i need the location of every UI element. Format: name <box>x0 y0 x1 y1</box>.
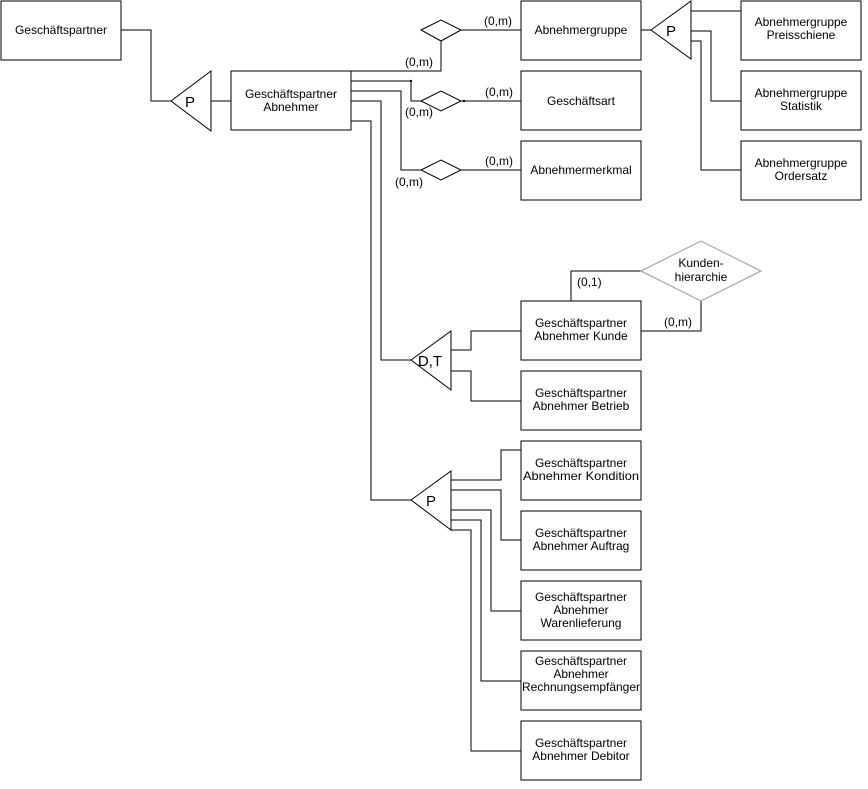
entity-gpa-debitor[interactable]: Geschäftspartner Abnehmer Debitor <box>520 720 642 781</box>
entity-abnehmergruppe-statistik[interactable]: Abnehmergruppe Statistik <box>740 70 862 131</box>
cardinality-label: (0,m) <box>395 175 423 189</box>
entity-label-line2: Statistik <box>780 99 823 113</box>
line-abnehmer-to-merkmal-rel <box>351 90 421 171</box>
entity-label-line1: Geschäftspartner <box>535 456 627 470</box>
relationship-label-line1: Kunden- <box>678 256 723 270</box>
cardinality-label: (0,m) <box>484 14 512 28</box>
entity-abnehmermerkmal[interactable]: Abnehmermerkmal <box>520 140 642 201</box>
entity-label-line3: Rechnungsempfänger <box>522 680 640 694</box>
entity-label-line1: Geschäftspartner <box>535 316 627 330</box>
entity-gpa-warenlieferung[interactable]: Geschäftspartner Abnehmer Warenlieferung <box>520 580 642 641</box>
relationship-abnehmermerkmal[interactable] <box>419 159 463 181</box>
relationship-geschaeftsart[interactable] <box>419 90 463 112</box>
line-kunde-to-hierarchie-top <box>570 270 641 301</box>
entity-label-line1: Geschäftspartner <box>535 526 627 540</box>
generalization-abnehmer-sub[interactable]: P <box>410 470 452 531</box>
line-gp-to-gen <box>121 29 171 102</box>
connector-lines <box>121 10 741 752</box>
relationship-kundenhierarchie[interactable]: Kunden- hierarchie <box>639 240 763 302</box>
entity-gp-abnehmer[interactable]: Geschäftspartner Abnehmer <box>230 70 352 131</box>
entity-gpa-rechnungsempfaenger[interactable]: Geschäftspartner Abnehmer Rechnungsempfä… <box>520 650 642 711</box>
cardinality-label: (0,m) <box>405 55 433 69</box>
line-gen-to-warenlieferung <box>451 509 521 612</box>
entity-gpa-kondition[interactable]: Geschäftspartner Abnehmer Kondition <box>520 440 642 501</box>
cardinality-label: (0,1) <box>577 275 602 289</box>
line-kunde-to-hierarchie-bottom <box>641 301 702 332</box>
entity-label-line1: Geschäftspartner <box>535 736 627 750</box>
entity-label-line1: Geschäftspartner <box>535 654 627 668</box>
entity-gpa-betrieb[interactable]: Geschäftspartner Abnehmer Betrieb <box>520 370 642 431</box>
entity-label-line3: Warenlieferung <box>541 616 622 630</box>
entity-label-line2: Preisschiene <box>767 28 836 42</box>
generalization-kunde-betrieb[interactable]: D,T <box>410 330 452 391</box>
entity-label-line1: Abnehmergruppe <box>755 86 848 100</box>
entity-label: Abnehmergruppe <box>535 23 628 37</box>
generalization-label: P <box>426 493 436 510</box>
entity-label-line1: Geschäftspartner <box>535 590 627 604</box>
entity-label: Geschäftsart <box>547 94 616 108</box>
entity-abnehmergruppe-preisschiene[interactable]: Abnehmergruppe Preisschiene <box>740 0 862 61</box>
line-gen-to-kondition <box>451 449 521 481</box>
line-abnehmer-to-art-rel <box>351 80 421 102</box>
entity-label: Geschäftspartner <box>15 23 107 37</box>
generalization-gp-abnehmer[interactable]: P <box>170 70 212 132</box>
entity-abnehmergruppe[interactable]: Abnehmergruppe <box>520 0 642 61</box>
entity-label-line1: Geschäftspartner <box>535 386 627 400</box>
junction-dot <box>462 99 466 103</box>
line-gen-to-statistik <box>691 30 741 102</box>
line-dt-to-betrieb <box>451 370 521 402</box>
entity-label: Abnehmermerkmal <box>530 163 631 177</box>
line-gen-to-rechnungsempfaenger <box>451 519 521 682</box>
entity-label-line2: Abnehmer Betrieb <box>533 399 630 413</box>
entity-label-line2: Abnehmer Kondition <box>523 469 639 483</box>
generalization-abnehmergruppe[interactable]: P <box>650 0 692 60</box>
entity-label-line2: Abnehmer Auftrag <box>533 539 630 553</box>
entity-label-line2: Abnehmer Kunde <box>534 329 628 343</box>
entity-geschaeftspartner[interactable]: Geschäftspartner <box>0 0 122 61</box>
entity-label-line2: Ordersatz <box>775 169 828 183</box>
cardinality-label: (0,m) <box>485 85 513 99</box>
relationship-label-line2: hierarchie <box>675 270 728 284</box>
relationship-abnehmergruppe[interactable] <box>419 19 463 42</box>
generalization-label: P <box>666 23 676 40</box>
line-abnehmer-to-dt <box>351 100 411 361</box>
line-dt-to-kunde <box>451 330 521 351</box>
generalization-label: P <box>185 94 195 111</box>
entity-label-line2: Abnehmer <box>553 667 608 681</box>
entity-label-line1: Geschäftspartner <box>245 87 337 101</box>
entity-label-line2: Abnehmer <box>553 603 608 617</box>
junction-dot <box>409 79 413 83</box>
line-gen-to-debitor <box>451 529 521 752</box>
cardinality-label: (0,m) <box>485 154 513 168</box>
cardinality-label: (0,m) <box>405 105 433 119</box>
line-abnehmer-to-gen-bottom <box>351 120 411 501</box>
entity-gpa-auftrag[interactable]: Geschäftspartner Abnehmer Auftrag <box>520 510 642 571</box>
entity-abnehmergruppe-ordersatz[interactable]: Abnehmergruppe Ordersatz <box>740 140 862 201</box>
line-gen-to-auftrag <box>451 489 521 541</box>
entity-label-line1: Abnehmergruppe <box>755 156 848 170</box>
entity-label-line2: Abnehmer <box>263 100 318 114</box>
cardinality-label: (0,m) <box>664 315 692 329</box>
entity-label-line1: Abnehmergruppe <box>755 15 848 29</box>
line-abnehmer-to-gruppe-rel <box>351 41 442 72</box>
generalization-label: D,T <box>418 353 442 370</box>
line-gen-to-ordersatz <box>691 40 741 171</box>
entity-gpa-kunde[interactable]: Geschäftspartner Abnehmer Kunde <box>520 300 642 361</box>
entity-label-line2: Abnehmer Debitor <box>532 749 629 763</box>
entity-geschaeftsart[interactable]: Geschäftsart <box>520 70 642 131</box>
